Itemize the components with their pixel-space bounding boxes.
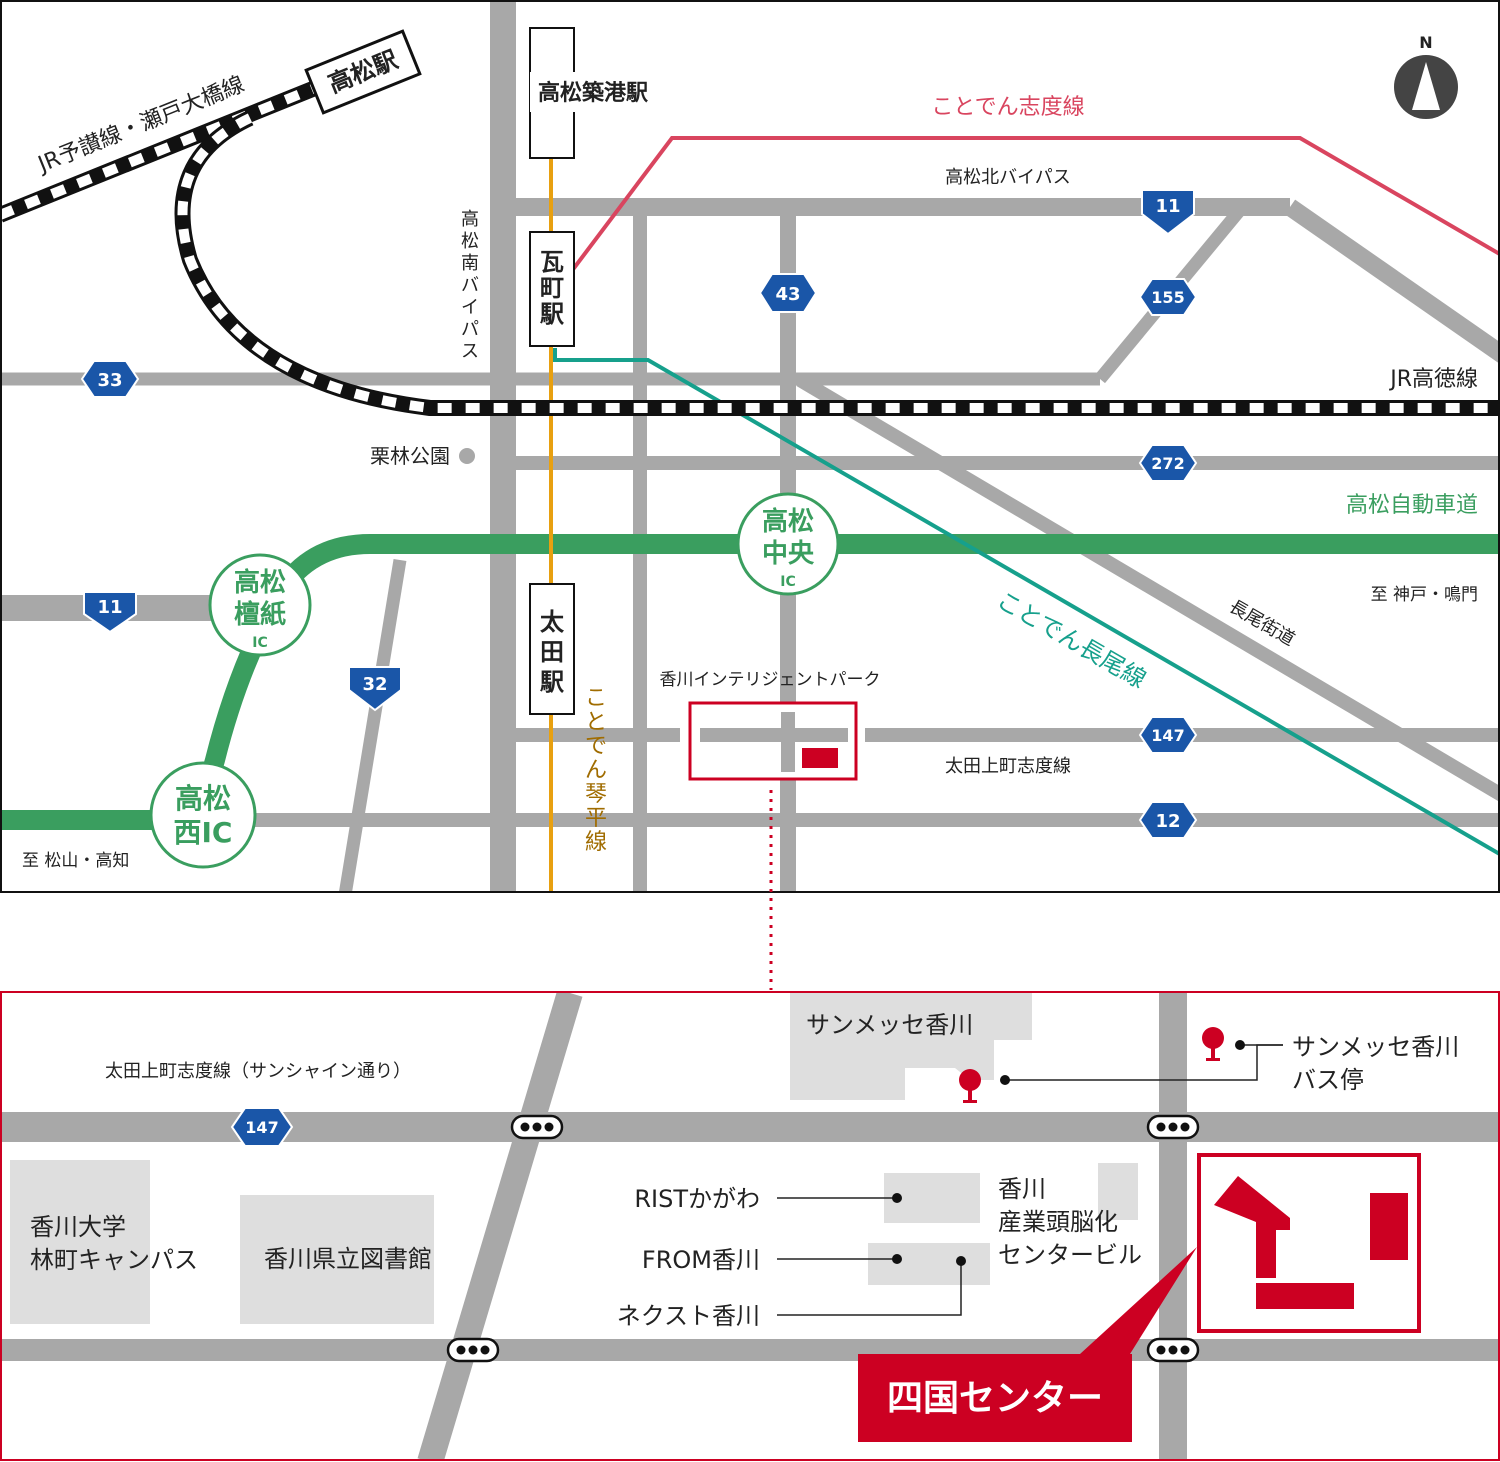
- svg-text:瓦町駅: 瓦町駅: [540, 248, 564, 328]
- svg-text:IC: IC: [252, 635, 267, 651]
- svg-text:33: 33: [97, 370, 122, 391]
- center-bldg-label-1: 香川: [998, 1175, 1046, 1203]
- intelligent-park-label: 香川インテリジェントパーク: [660, 670, 881, 690]
- shikoku-center-pointer: [1080, 1247, 1197, 1354]
- kotoden-shido-line: [563, 136, 1498, 282]
- bus-stop-icon: [1202, 1027, 1224, 1061]
- detail-map: 四国センター 147: [2, 993, 1498, 1459]
- traffic-light-icon: [446, 1337, 500, 1363]
- ritsurin-label: 栗林公園: [370, 444, 450, 468]
- ic-danshi: 高松 檀紙 IC: [208, 553, 312, 657]
- svg-text:32: 32: [362, 674, 387, 695]
- overview-frame: [0, 0, 1500, 893]
- expressway-label: 高松自動車道: [1346, 493, 1478, 518]
- bus-stop-icon: [959, 1069, 981, 1103]
- kotoden-nagao-line: [553, 348, 1498, 856]
- kotoden-shido-label: ことでん志度線: [931, 95, 1084, 120]
- bus-stop-label-2: バス停: [1292, 1066, 1364, 1094]
- route-badges: 11 43 155 33 272 11: [80, 189, 1198, 839]
- svg-text:11: 11: [1155, 196, 1180, 217]
- detail-frame: [0, 991, 1500, 1461]
- route-badge-32: 32: [348, 666, 402, 712]
- center-annex: [1098, 1163, 1138, 1220]
- shikoku-center-marker: [802, 748, 838, 768]
- route-badge-11-left: 11: [83, 591, 137, 634]
- univ-building: [10, 1160, 150, 1324]
- traffic-light-icon: [1146, 1114, 1200, 1140]
- leader-dots: [892, 1040, 1245, 1266]
- station-takamatsu: 高松駅: [304, 29, 422, 115]
- kotoden-kotohira-text: ことでん琴平線: [585, 686, 607, 855]
- ic-nishi: 高松 西IC: [149, 761, 257, 869]
- svg-text:中央: 中央: [762, 539, 815, 569]
- svg-text:11: 11: [97, 597, 122, 618]
- center-bldg-label-2: 産業頭脳化: [998, 1208, 1118, 1236]
- shikoku-center-tag: [858, 1354, 1132, 1442]
- station-kawaramachi: 瓦町駅: [529, 231, 575, 347]
- minami-bypass-text: 高松南バイパス: [461, 209, 479, 362]
- library-label: 香川県立図書館: [264, 1245, 432, 1273]
- detail-road-label: 太田上町志度線（サンシャイン通り）: [105, 1061, 411, 1082]
- route-badge-43: 43: [758, 273, 818, 313]
- sunmesse-building: [790, 993, 1032, 1100]
- leader-lines: [777, 1044, 1283, 1316]
- route-badge-12: 12: [1138, 801, 1198, 839]
- route-badge-147: 147: [1138, 716, 1198, 754]
- svg-text:12: 12: [1155, 811, 1180, 832]
- ic-chuo: 高松 中央 IC: [736, 492, 840, 596]
- svg-text:155: 155: [1151, 288, 1184, 307]
- overview-map: 高松駅 高松築港駅 瓦町駅 太田駅 JR予讃線・瀬戸大橋線 JR高徳線 ことでん…: [2, 2, 1498, 892]
- svg-text:西IC: 西IC: [174, 816, 233, 849]
- compass-icon: N: [1394, 33, 1458, 119]
- svg-text:高松: 高松: [234, 567, 286, 598]
- route-badge-272: 272: [1138, 444, 1198, 482]
- next-label: ネクスト香川: [617, 1302, 760, 1330]
- route-badge-155: 155: [1138, 278, 1198, 316]
- station-kawaramachi-label: 瓦町駅: [540, 248, 564, 328]
- from-label: FROM香川: [642, 1246, 760, 1274]
- detail-route-badge-147: 147: [230, 1107, 294, 1147]
- direction-kobe: 至 神戸・鳴門: [1371, 585, 1478, 605]
- traffic-light-icon: [1146, 1337, 1200, 1363]
- route-badge-33: 33: [80, 360, 140, 398]
- svg-text:IC: IC: [780, 574, 795, 590]
- univ-label-2: 林町キャンパス: [30, 1246, 198, 1274]
- station-chikko: 高松築港駅: [529, 27, 670, 159]
- traffic-light-icon: [510, 1114, 564, 1140]
- bus-stop-label-1: サンメッセ香川: [1292, 1033, 1459, 1061]
- jr-kotoku-label: JR高徳線: [1388, 367, 1478, 392]
- ritsurin-dot: [459, 448, 475, 464]
- svg-text:太田駅: 太田駅: [540, 608, 565, 696]
- center-bldg-label-3: センタービル: [998, 1241, 1142, 1269]
- svg-text:272: 272: [1151, 454, 1184, 473]
- kita-bypass-label: 高松北バイパス: [945, 167, 1071, 188]
- station-ota-label: 太田駅: [540, 608, 565, 696]
- svg-text:高松: 高松: [762, 506, 814, 537]
- direction-matsuyama: 至 松山・高知: [22, 851, 129, 871]
- sunmesse-label: サンメッセ香川: [806, 1011, 973, 1039]
- svg-text:高松: 高松: [175, 782, 231, 815]
- svg-text:147: 147: [245, 1118, 278, 1137]
- shikoku-center-label: 四国センター: [887, 1378, 1103, 1419]
- univ-label-1: 香川大学: [30, 1213, 126, 1241]
- svg-text:檀紙: 檀紙: [234, 599, 286, 630]
- shikoku-center-block: [1197, 1153, 1421, 1333]
- svg-text:147: 147: [1151, 726, 1184, 745]
- rist-label: RISTかがわ: [634, 1185, 760, 1213]
- station-chikko-label: 高松築港駅: [538, 80, 648, 106]
- ota-shido-label: 太田上町志度線: [945, 756, 1071, 777]
- compass-label: N: [1419, 33, 1432, 52]
- jr-lines: [2, 74, 1498, 416]
- station-ota: 太田駅: [529, 583, 575, 715]
- from-building: [868, 1243, 990, 1285]
- library-building: [240, 1195, 434, 1324]
- route-badge-11-top: 11: [1141, 189, 1195, 236]
- minami-bypass-label: 高松南バイパス: [461, 209, 479, 362]
- traffic-lights: [446, 1114, 1200, 1363]
- kotoden-kotohira-label: ことでん琴平線: [585, 686, 607, 855]
- svg-text:43: 43: [775, 284, 800, 305]
